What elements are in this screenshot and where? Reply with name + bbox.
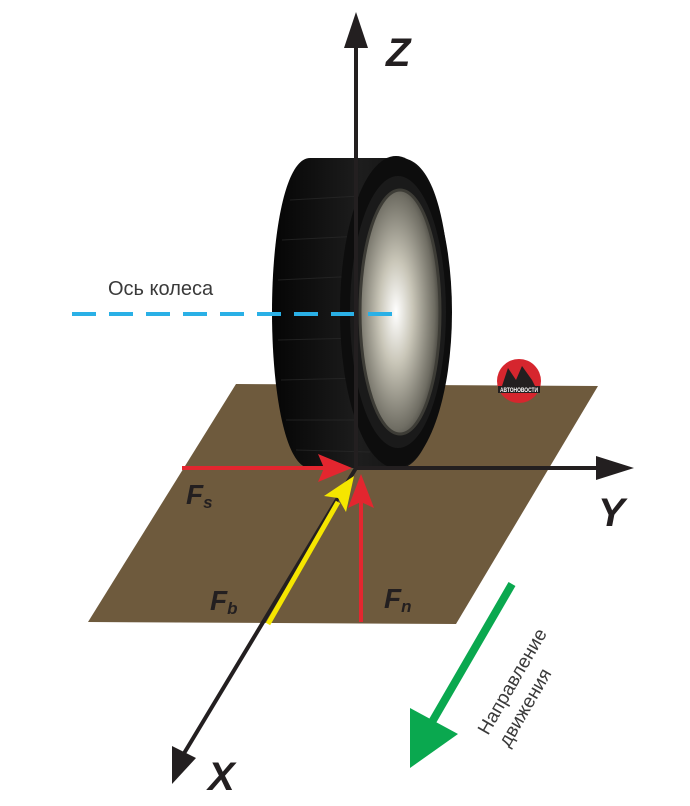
force-fb-label: Fb — [210, 585, 238, 618]
direction-arrowhead — [410, 708, 458, 768]
direction-label: Направление движения — [474, 621, 575, 750]
force-fs-label: Fs — [186, 479, 213, 512]
x-axis — [178, 466, 358, 762]
svg-text:АВТОНОВОСТИ: АВТОНОВОСТИ — [500, 388, 538, 394]
z-axis-label: Z — [385, 31, 412, 75]
x-axis-arrowhead — [172, 746, 196, 784]
force-fs-arrowhead — [318, 454, 352, 482]
wheel-rim — [358, 188, 442, 436]
wheel-axis-label: Ось колеса — [108, 278, 214, 300]
force-fb-arrowhead — [324, 476, 354, 512]
y-axis-arrowhead — [596, 456, 634, 480]
y-axis-label: Y — [598, 491, 628, 535]
force-fn-arrowhead — [348, 474, 374, 508]
z-axis-arrowhead — [344, 12, 368, 48]
direction-arrow — [428, 581, 516, 725]
logo: АВТОНОВОСТИ — [497, 359, 541, 403]
force-fn-label: Fn — [384, 583, 412, 616]
x-axis-label: X — [206, 755, 237, 799]
force-fb-arrow — [265, 500, 341, 626]
wheel — [272, 156, 452, 468]
